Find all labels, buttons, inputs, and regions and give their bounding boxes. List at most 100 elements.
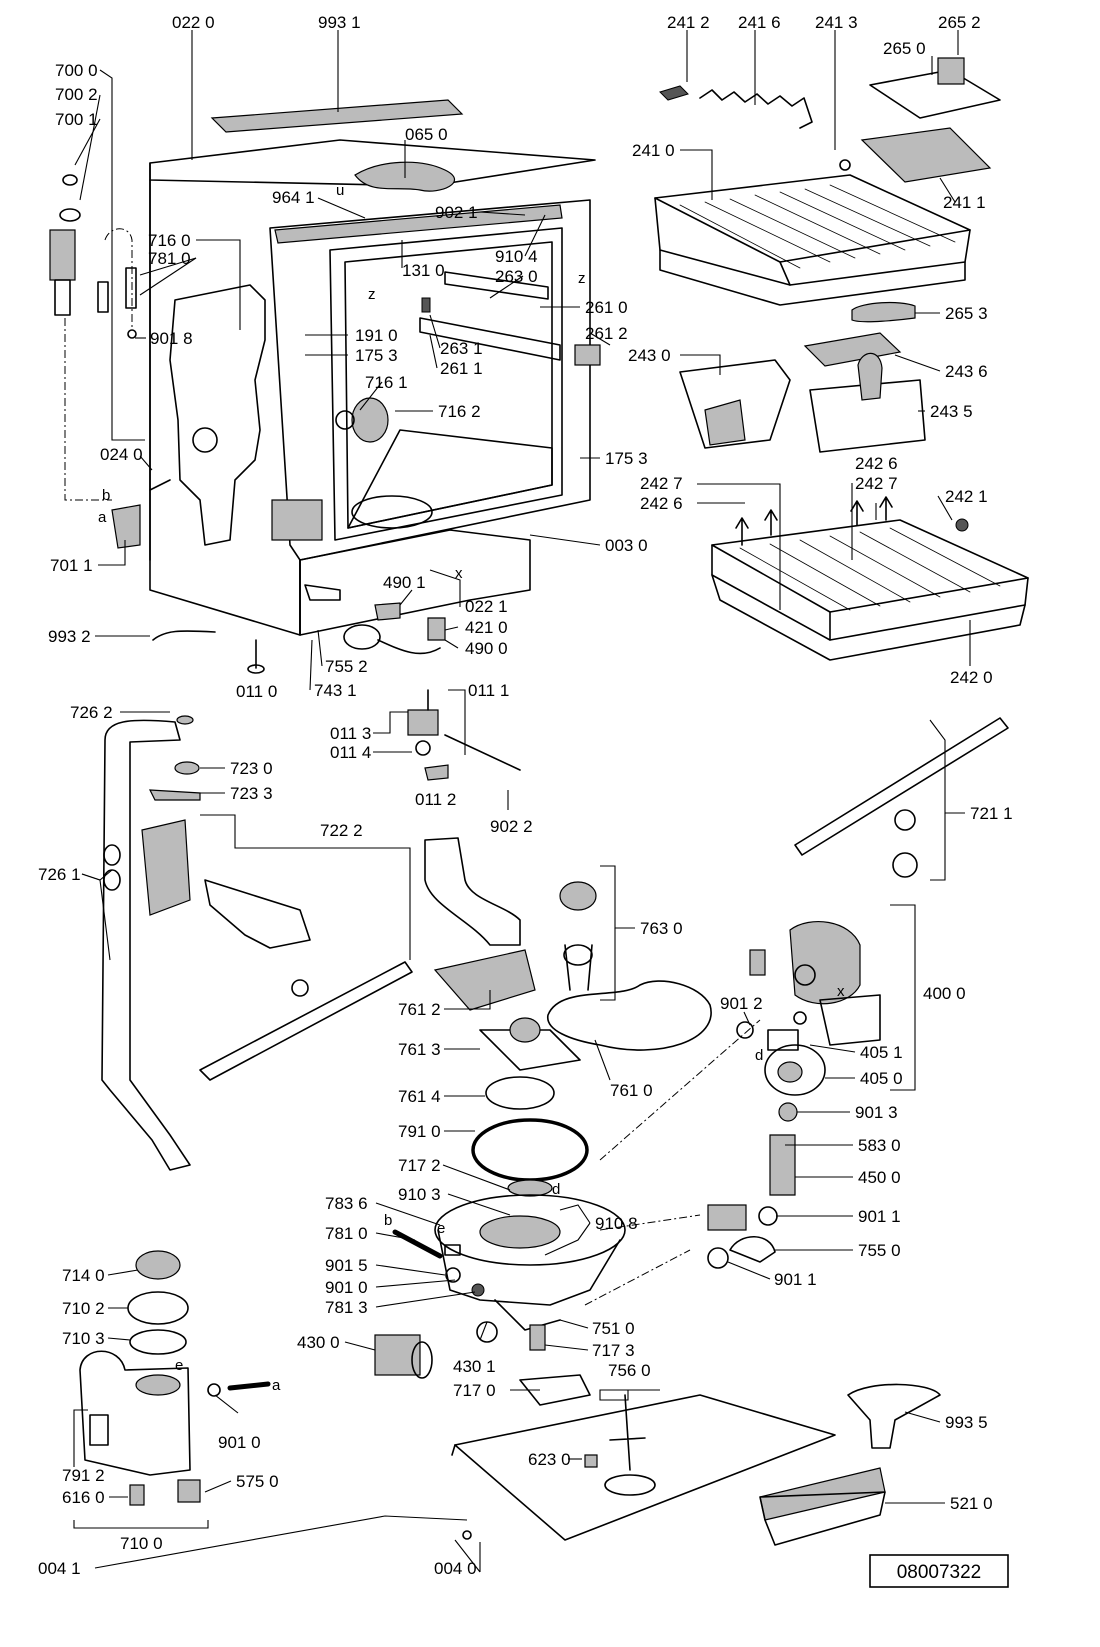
label-004-0: 004 0 — [434, 1559, 477, 1578]
label-241-3: 241 3 — [815, 13, 858, 32]
label-011-2: 011 2 — [415, 790, 456, 809]
label-575-0: 575 0 — [236, 1472, 279, 1491]
label-714-0: 714 0 — [62, 1266, 105, 1285]
label-763-0: 763 0 — [640, 919, 683, 938]
label-405-0: 405 0 — [860, 1069, 903, 1088]
label-242-6-b: 242 6 — [640, 494, 683, 513]
label-791-0: 791 0 — [398, 1122, 441, 1141]
label-717-3: 717 3 — [592, 1341, 635, 1360]
label-781-3: 781 3 — [325, 1298, 368, 1317]
label-011-4: 011 4 — [330, 743, 371, 762]
label-722-2: 722 2 — [320, 821, 363, 840]
label-450-0: 450 0 — [858, 1168, 901, 1187]
label-243-6: 243 6 — [945, 362, 988, 381]
label-521-0: 521 0 — [950, 1494, 993, 1513]
label-755-2: 755 2 — [325, 657, 368, 676]
connection-letters: z z x x b a b e d d e a u — [98, 182, 845, 1394]
water-softener-assembly — [79, 1250, 271, 1506]
label-910-4: 910 4 — [495, 247, 538, 266]
label-583-0: 583 0 — [858, 1136, 901, 1155]
label-261-1: 261 1 — [440, 359, 483, 378]
label-755-0: 755 0 — [858, 1241, 901, 1260]
label-011-1: 011 1 — [468, 681, 509, 700]
letter-d-2: d — [755, 1047, 763, 1064]
label-710-0: 710 0 — [120, 1534, 163, 1553]
letter-e-1: e — [437, 1220, 445, 1237]
label-024-0: 024 0 — [100, 445, 143, 464]
label-901-5: 901 5 — [325, 1256, 368, 1275]
label-761-4: 761 4 — [398, 1087, 441, 1106]
label-490-1: 490 1 — [383, 573, 426, 592]
label-405-1: 405 1 — [860, 1043, 903, 1062]
label-761-0: 761 0 — [610, 1081, 653, 1100]
label-241-6: 241 6 — [738, 13, 781, 32]
label-261-0: 261 0 — [585, 298, 628, 317]
label-993-2: 993 2 — [48, 627, 91, 646]
label-004-1: 004 1 — [38, 1559, 81, 1578]
spray-arm-and-water-distribution — [101, 689, 1009, 1171]
label-716-2: 716 2 — [438, 402, 481, 421]
label-721-1: 721 1 — [970, 804, 1013, 823]
label-400-0: 400 0 — [923, 984, 966, 1003]
letter-z-2: z — [578, 270, 586, 287]
label-910-3: 910 3 — [398, 1185, 441, 1204]
label-065-0: 065 0 — [405, 125, 448, 144]
label-242-1: 242 1 — [945, 487, 988, 506]
label-761-2: 761 2 — [398, 1000, 441, 1019]
label-756-0: 756 0 — [608, 1361, 651, 1380]
label-993-1: 993 1 — [318, 13, 361, 32]
label-261-2: 261 2 — [585, 324, 628, 343]
label-421-0: 421 0 — [465, 618, 508, 637]
base-and-accessories — [451, 1383, 941, 1546]
label-022-0: 022 0 — [172, 13, 215, 32]
label-265-2: 265 2 — [938, 13, 981, 32]
label-022-1: 022 1 — [465, 597, 508, 616]
label-263-1: 263 1 — [440, 339, 483, 358]
label-716-0: 716 0 — [148, 231, 191, 250]
drawing-code-box: 08007322 — [869, 1554, 1009, 1588]
label-781-0: 781 0 — [148, 249, 191, 268]
label-723-0: 723 0 — [230, 759, 273, 778]
label-781-0-b: 781 0 — [325, 1224, 368, 1243]
callout-labels: 022 0 993 1 700 0 700 2 700 1 065 0 964 … — [38, 13, 1013, 1578]
label-265-0: 265 0 — [883, 39, 926, 58]
letter-a-1: a — [98, 509, 107, 526]
label-910-8: 910 8 — [595, 1214, 638, 1233]
letter-a-2: a — [272, 1377, 281, 1394]
label-901-1-b: 901 1 — [774, 1270, 817, 1289]
label-242-6-a: 242 6 — [855, 454, 898, 473]
label-011-0: 011 0 — [236, 682, 277, 701]
label-175-3-b: 175 3 — [605, 449, 648, 468]
label-726-1: 726 1 — [38, 865, 81, 884]
label-901-0-b: 901 0 — [218, 1433, 261, 1452]
label-616-0: 616 0 — [62, 1488, 105, 1507]
label-901-0-a: 901 0 — [325, 1278, 368, 1297]
label-901-8: 901 8 — [150, 329, 193, 348]
letter-d-1: d — [552, 1181, 560, 1198]
letter-u-1: u — [336, 182, 344, 199]
label-901-1-a: 901 1 — [858, 1207, 901, 1226]
label-743-1: 743 1 — [314, 681, 357, 700]
label-242-7-b: 242 7 — [855, 474, 898, 493]
letter-z-1: z — [368, 286, 376, 303]
label-242-0: 242 0 — [950, 668, 993, 687]
label-716-1: 716 1 — [365, 373, 408, 392]
label-700-0: 700 0 — [55, 61, 98, 80]
label-902-1: 902 1 — [435, 203, 478, 222]
label-791-2: 791 2 — [62, 1466, 105, 1485]
label-710-2: 710 2 — [62, 1299, 105, 1318]
label-701-1: 701 1 — [50, 556, 93, 575]
label-717-2: 717 2 — [398, 1156, 441, 1175]
label-243-5: 243 5 — [930, 402, 973, 421]
label-700-1: 700 1 — [55, 110, 98, 129]
label-751-0: 751 0 — [592, 1319, 635, 1338]
label-717-0: 717 0 — [453, 1381, 496, 1400]
label-902-2: 902 2 — [490, 817, 533, 836]
letter-b-1: b — [102, 487, 110, 504]
letter-b-2: b — [384, 1212, 392, 1229]
leader-lines — [73, 30, 971, 1573]
letter-e-2: e — [175, 1357, 183, 1374]
label-011-3: 011 3 — [330, 724, 371, 743]
label-901-3: 901 3 — [855, 1103, 898, 1122]
